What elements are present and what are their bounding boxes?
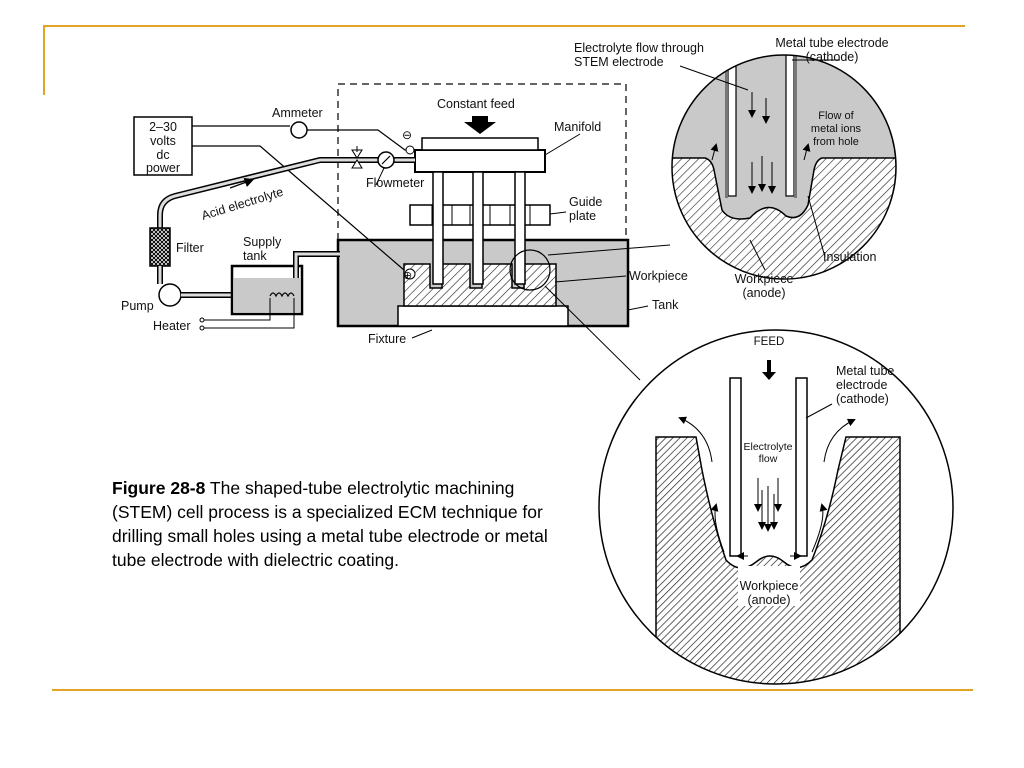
acid-electrolyte-label: Acid electrolyte xyxy=(200,185,285,223)
power-label-2: volts xyxy=(150,134,176,148)
constant-feed-label: Constant feed xyxy=(437,97,515,111)
left-accent-line xyxy=(43,25,45,95)
power-label-1: 2–30 xyxy=(149,120,177,134)
manifold-label: Manifold xyxy=(554,120,601,134)
bottom-cathode-label-2: electrode xyxy=(836,378,887,392)
bottom-workpiece-label-1: Workpiece xyxy=(740,579,799,593)
caption-text: The shaped-tube electrolytic machining (… xyxy=(112,478,548,570)
top-workpiece-label-1: Workpiece xyxy=(735,272,794,286)
electrolyte-flow-label-1: Electrolyte xyxy=(743,441,792,453)
top-detail-circle: Electrolyte flow through STEM electrode … xyxy=(574,36,897,300)
figure-caption: Figure 28-8 The shaped-tube electrolytic… xyxy=(112,476,552,572)
electrolyte-flow-label-2: flow xyxy=(759,453,778,465)
power-label-4: power xyxy=(146,161,180,175)
filter xyxy=(149,227,171,267)
pump xyxy=(158,283,182,307)
power-label-3: dc xyxy=(156,148,169,162)
guide-plate-label-2: plate xyxy=(569,209,596,223)
main-cell: 2–30 volts dc power Ammeter Constant fee… xyxy=(121,83,688,346)
plus-terminal: ⊕ xyxy=(403,270,412,282)
workpiece-label: Workpiece xyxy=(629,269,688,283)
manifold xyxy=(414,149,546,173)
top-accent-line xyxy=(43,25,965,27)
power-supply xyxy=(133,116,193,176)
top-flow-label-1: Electrolyte flow through xyxy=(574,41,704,55)
ammeter-label: Ammeter xyxy=(272,106,323,120)
tank-label: Tank xyxy=(652,298,679,312)
bottom-cathode-label-3: (cathode) xyxy=(836,392,889,406)
electrolyte-pipe xyxy=(157,157,415,228)
bottom-accent-line xyxy=(52,689,973,691)
minus-terminal: ⊖ xyxy=(402,128,412,142)
insulation-label: Insulation xyxy=(823,250,877,264)
pump-label: Pump xyxy=(121,299,154,313)
heater-label: Heater xyxy=(153,319,191,333)
top-ions-label-1: Flow of xyxy=(818,110,854,122)
supply-tank-label-1: Supply xyxy=(243,235,282,249)
top-cathode-label-1: Metal tube electrode xyxy=(775,36,888,50)
top-ions-label-2: metal ions xyxy=(811,123,862,135)
bottom-workpiece-label-2: (anode) xyxy=(747,593,790,607)
bottom-cathode-label-1: Metal tube xyxy=(836,364,894,378)
fixture-label: Fixture xyxy=(368,332,406,346)
bottom-detail-circle: FEED Metal tube electrode (cathode) Elec… xyxy=(598,329,954,685)
feed-arrow xyxy=(464,116,496,134)
top-workpiece-label-2: (anode) xyxy=(742,286,785,300)
supply-tank-label-2: tank xyxy=(243,249,267,263)
guide-plate-label-1: Guide xyxy=(569,195,602,209)
fixture xyxy=(397,305,569,327)
top-ions-label-3: from hole xyxy=(813,136,859,148)
top-flow-label-2: STEM electrode xyxy=(574,55,664,69)
flowmeter-label: Flowmeter xyxy=(366,176,424,190)
top-cathode-label-2: (cathode) xyxy=(806,50,859,64)
figure-label: Figure 28-8 xyxy=(112,478,206,498)
ammeter xyxy=(290,121,308,139)
feed-label: FEED xyxy=(754,336,785,348)
filter-label: Filter xyxy=(176,241,204,255)
